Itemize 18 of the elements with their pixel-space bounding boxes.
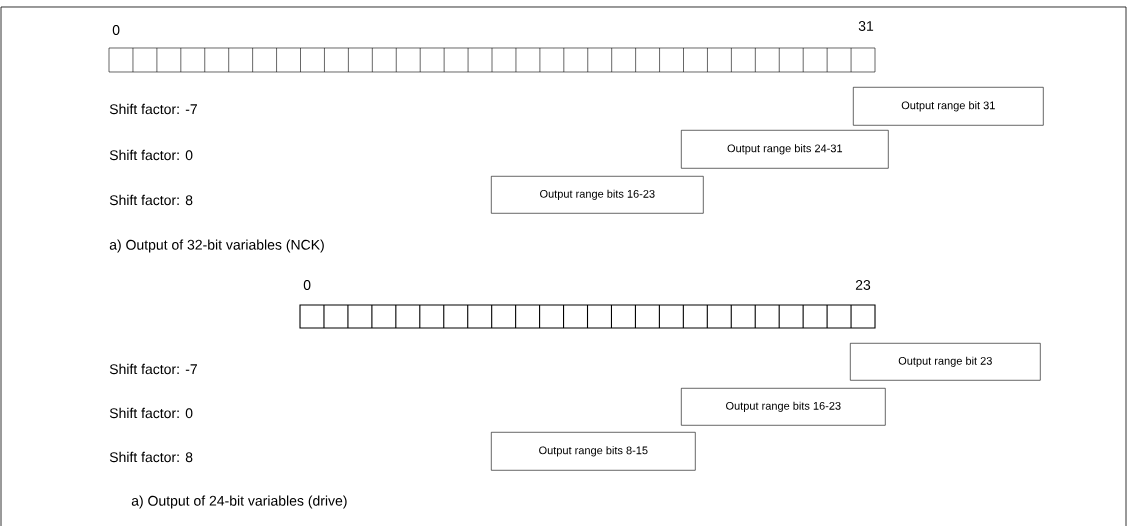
bit-number: 31 xyxy=(858,21,874,31)
section-caption: a) Output of 24-bit variables (drive) xyxy=(131,495,347,509)
output-range-box: Output range bits 16-23 xyxy=(681,388,886,426)
bit-number: 0 xyxy=(112,25,120,35)
bit-number: 0 xyxy=(303,280,311,290)
output-range-box: Output range bit 23 xyxy=(850,343,1041,381)
shift-factor-label: Shift factor: 8 xyxy=(109,451,193,463)
shift-factor-label: Shift factor: 0 xyxy=(109,407,193,419)
output-range-box: Output range bits 8-15 xyxy=(491,432,696,471)
shift-factor-label: Shift factor: 0 xyxy=(109,149,193,161)
output-range-box: Output range bits 16-23 xyxy=(491,176,704,214)
shift-factor-label: Shift factor: 8 xyxy=(109,194,193,206)
section-caption: a) Output of 32-bit variables (NCK) xyxy=(109,239,324,253)
bit-number: 23 xyxy=(855,280,871,290)
shift-factor-label: Shift factor: -7 xyxy=(109,103,197,115)
output-range-box: Output range bits 24-31 xyxy=(681,130,889,169)
output-range-box: Output range bit 31 xyxy=(853,87,1044,126)
shift-factor-label: Shift factor: -7 xyxy=(109,363,197,375)
